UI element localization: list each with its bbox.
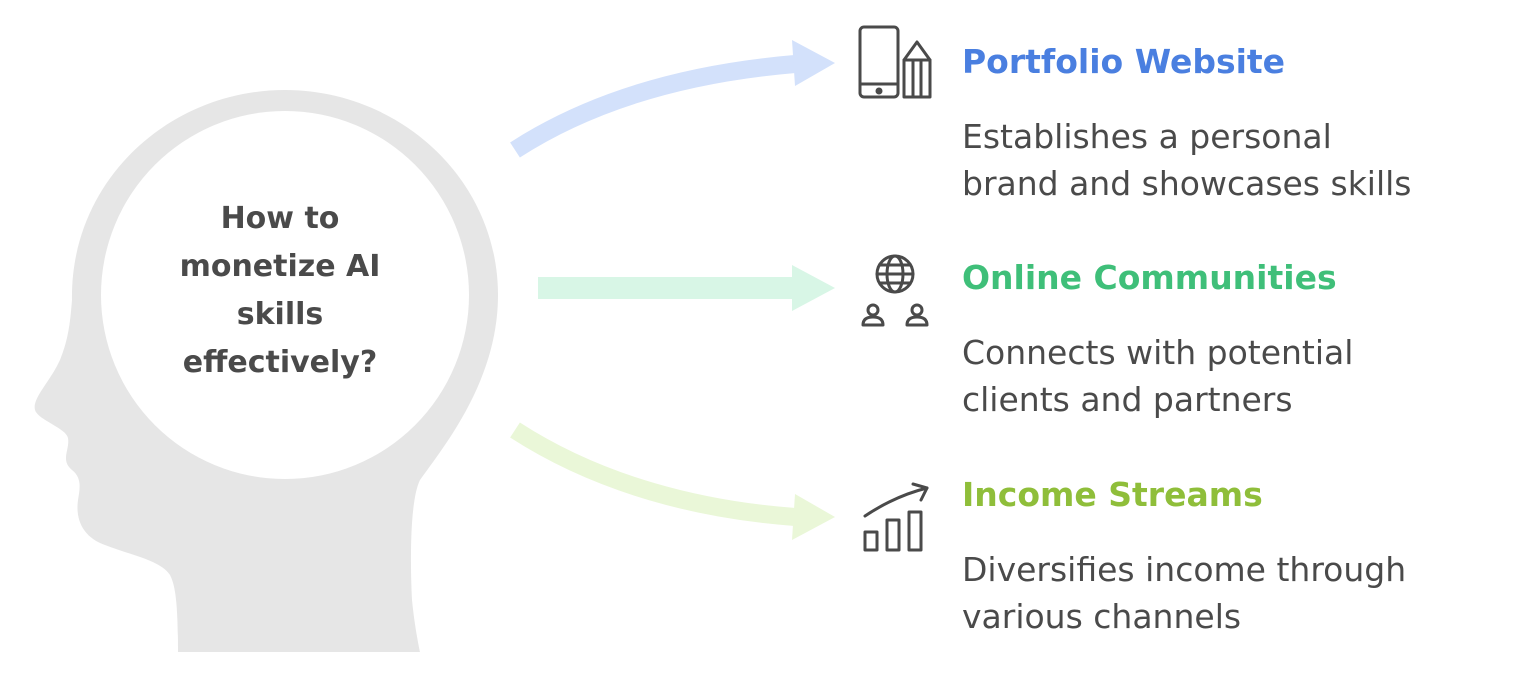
desc-line: Establishes a personal bbox=[962, 117, 1332, 156]
desc-line: clients and partners bbox=[962, 380, 1293, 419]
desc-line: brand and showcases skills bbox=[962, 164, 1412, 203]
head-inner-circle bbox=[101, 111, 469, 479]
arrow-income-head bbox=[792, 494, 835, 540]
desc-line: Diversifies income through bbox=[962, 550, 1407, 589]
arrow-portfolio-head bbox=[792, 40, 835, 86]
tablet-pencil-icon bbox=[858, 25, 932, 99]
item-desc-income: Diversifies income through various chann… bbox=[962, 546, 1406, 640]
globe-people-icon bbox=[861, 254, 929, 327]
central-question: How to monetize AI skills effectively? bbox=[130, 195, 430, 387]
arrow-communities-head bbox=[792, 265, 835, 311]
desc-line: Connects with potential bbox=[962, 333, 1354, 372]
question-line: How to bbox=[220, 201, 340, 236]
arrow-income bbox=[510, 422, 796, 526]
item-title-portfolio: Portfolio Website bbox=[962, 42, 1286, 81]
item-title-income: Income Streams bbox=[962, 475, 1263, 514]
growth-chart-icon bbox=[863, 482, 929, 552]
desc-line: various channels bbox=[962, 597, 1242, 636]
question-line: effectively? bbox=[182, 345, 378, 380]
item-desc-portfolio: Establishes a personal brand and showcas… bbox=[962, 113, 1412, 207]
item-desc-communities: Connects with potential clients and part… bbox=[962, 329, 1353, 423]
question-line: skills bbox=[236, 297, 324, 332]
question-line: monetize AI bbox=[179, 249, 381, 284]
item-title-communities: Online Communities bbox=[962, 258, 1337, 297]
arrow-portfolio bbox=[510, 55, 796, 158]
